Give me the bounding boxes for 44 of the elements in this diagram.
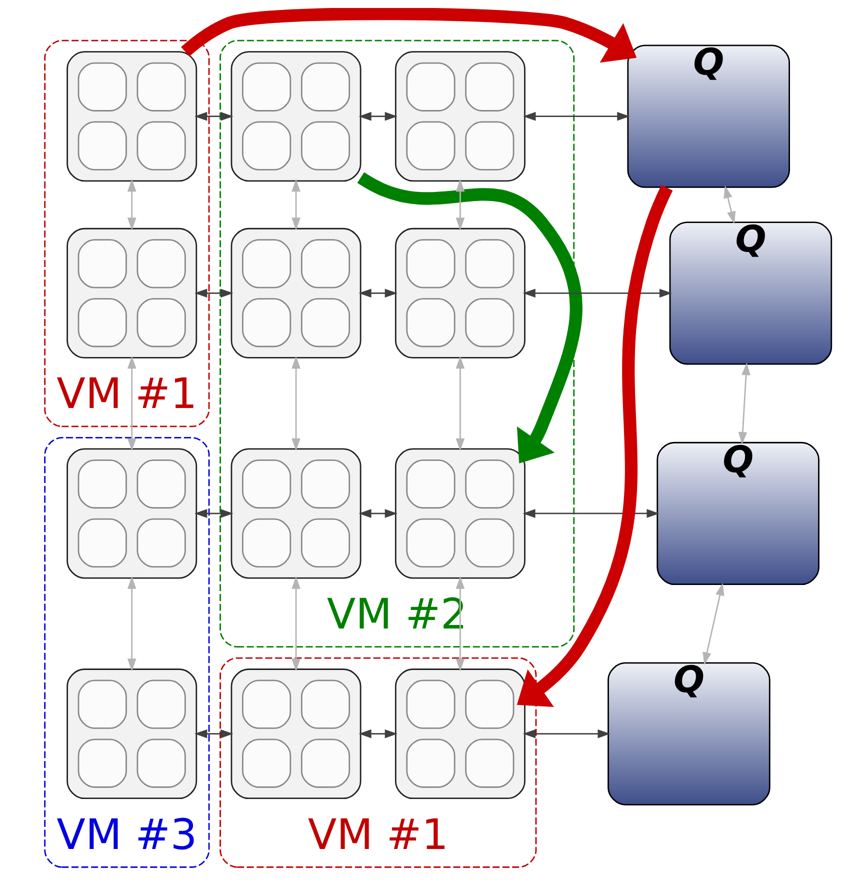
node-box: Q [656, 442, 819, 586]
arrow [194, 509, 233, 518]
arrow [358, 509, 397, 518]
arrow [356, 172, 582, 464]
arrow [358, 288, 397, 298]
arrow [194, 729, 233, 738]
node-box: Q [668, 222, 832, 365]
node-box [66, 448, 197, 579]
node-box [230, 668, 361, 800]
arrow [516, 185, 672, 707]
arrow [194, 112, 233, 121]
node-box [230, 448, 361, 579]
arrow [522, 112, 630, 121]
arrow [358, 729, 397, 738]
arrow [126, 178, 136, 230]
node-box [394, 228, 525, 358]
arrow [291, 178, 300, 230]
arrow [126, 576, 136, 672]
node-box [394, 668, 525, 800]
arrow [702, 582, 724, 665]
node-box [66, 228, 197, 358]
arrow [291, 356, 300, 451]
node-box [230, 51, 361, 182]
arrow [358, 112, 397, 121]
node-box [66, 51, 197, 182]
cluster: VM #1 [44, 40, 210, 428]
arrow [455, 178, 464, 230]
arrow [522, 288, 672, 298]
node-box: Q [626, 44, 790, 188]
node-box [394, 51, 525, 182]
arrow [723, 185, 736, 224]
arrow [522, 509, 659, 518]
node-box: Q [607, 662, 770, 806]
arrow [455, 356, 464, 451]
node-box [394, 448, 525, 579]
arrow [291, 576, 300, 672]
arrow [522, 729, 610, 738]
arrow [194, 288, 233, 298]
arrow [126, 356, 136, 451]
arrow [180, 8, 636, 63]
node-box [66, 668, 197, 800]
arrow [738, 362, 750, 445]
node-box [230, 228, 361, 358]
arrow [455, 576, 464, 672]
